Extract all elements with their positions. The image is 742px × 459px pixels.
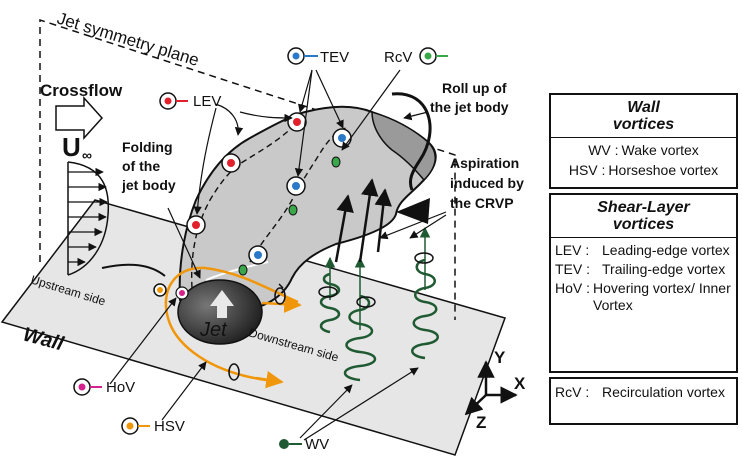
legend-row-hov: HoV : Hovering vortex/ Inner Vortex	[555, 280, 731, 313]
leading-edge-contour	[190, 121, 299, 289]
lev-label: LEV	[193, 93, 221, 110]
u-infinity-subscript: ∞	[82, 147, 92, 163]
wv-label: WV	[305, 436, 329, 453]
rotation-arrow-5	[228, 363, 240, 381]
tev-legend-icon	[287, 47, 318, 65]
crvp-large-arrowhead	[396, 198, 430, 224]
lev-marker-3	[186, 215, 206, 235]
legend-row-lev: LEV : Leading-edge vortex	[555, 242, 730, 258]
rcv-marker-3	[238, 264, 248, 276]
hsv-legend-icon	[121, 417, 150, 435]
rollup-label-1: Roll up of	[442, 80, 507, 96]
axis-z-label: Z	[476, 413, 486, 432]
hov-marker	[175, 286, 189, 300]
rotation-arrow-2	[318, 286, 338, 298]
rcv-marker-1	[331, 156, 341, 168]
u-infinity-label: U	[62, 132, 81, 162]
aspiration-arrows	[334, 178, 392, 263]
wv-legend-icon	[279, 439, 302, 449]
crossflow-label: Crossflow	[40, 81, 123, 100]
crossflow-arrow	[55, 96, 104, 140]
jet-exit-arrow	[210, 290, 234, 318]
legend-shear-title: Shear-Layer vortices	[551, 195, 736, 238]
wake-vortex-helix-1	[319, 256, 341, 334]
legend-row-tev: TEV : Trailing-edge vortex	[555, 261, 726, 277]
hov-legend-icon	[73, 378, 102, 396]
wake-vortex-helix-2	[343, 256, 377, 382]
lev-marker-2	[221, 153, 241, 173]
legend-wall-vortices: Wall vortices WV : Wake vortex HSV : Hor…	[549, 93, 738, 189]
rollup-arc	[391, 92, 432, 191]
leader-lines	[109, 69, 447, 441]
tev-marker-3	[248, 245, 268, 265]
lev-legend-icon	[159, 92, 188, 110]
folding-label-3: jet body	[121, 177, 176, 193]
symmetry-plane-label: Jet symmetry plane	[55, 9, 202, 70]
axis-x-label: X	[514, 374, 526, 393]
tev-marker-2	[286, 176, 306, 196]
upstream-curl	[101, 263, 166, 277]
rotation-arrow-4	[414, 252, 434, 264]
aspiration-label-1: Aspiration	[450, 155, 519, 171]
rcv-label: RcV	[384, 49, 412, 66]
wake-vortex-helix-3	[411, 226, 439, 360]
rcv-legend-icon	[419, 47, 448, 65]
legend-row-hsv: HSV : Horseshoe vortex	[568, 162, 719, 178]
axis-y-label: Y	[494, 348, 506, 367]
tev-label: TEV	[320, 49, 349, 66]
legend-row-wv: WV : Wake vortex	[588, 142, 699, 158]
lev-marker-1	[287, 112, 307, 132]
legend-row-rcv: RcV : Recirculation vortex	[555, 384, 725, 400]
rollup-label-2: the jet body	[430, 99, 509, 115]
rotation-arrow-1	[274, 283, 286, 305]
aspiration-label-3: the CRVP	[450, 195, 514, 211]
rotation-arrow-3	[356, 296, 376, 308]
velocity-profile	[67, 161, 110, 276]
tev-marker-1	[332, 128, 352, 148]
jet-label: Jet	[199, 319, 228, 341]
aspiration-label-2: induced by	[450, 175, 524, 191]
folding-label-2: of the	[122, 158, 160, 174]
horseshoe-vortex	[153, 266, 302, 389]
legend-recirculation-vortex: RcV : Recirculation vortex	[549, 377, 738, 425]
axis-triad	[464, 360, 518, 416]
folding-label-1: Folding	[122, 139, 173, 155]
legend-shear-layer-vortices: Shear-Layer vortices LEV : Leading-edge …	[549, 193, 738, 373]
hsv-label: HSV	[154, 418, 185, 435]
hov-label: HoV	[106, 379, 135, 396]
symmetry-plane-outline	[39, 18, 456, 320]
rcv-marker-2	[288, 204, 298, 216]
legend-wall-title: Wall vortices	[551, 95, 736, 138]
